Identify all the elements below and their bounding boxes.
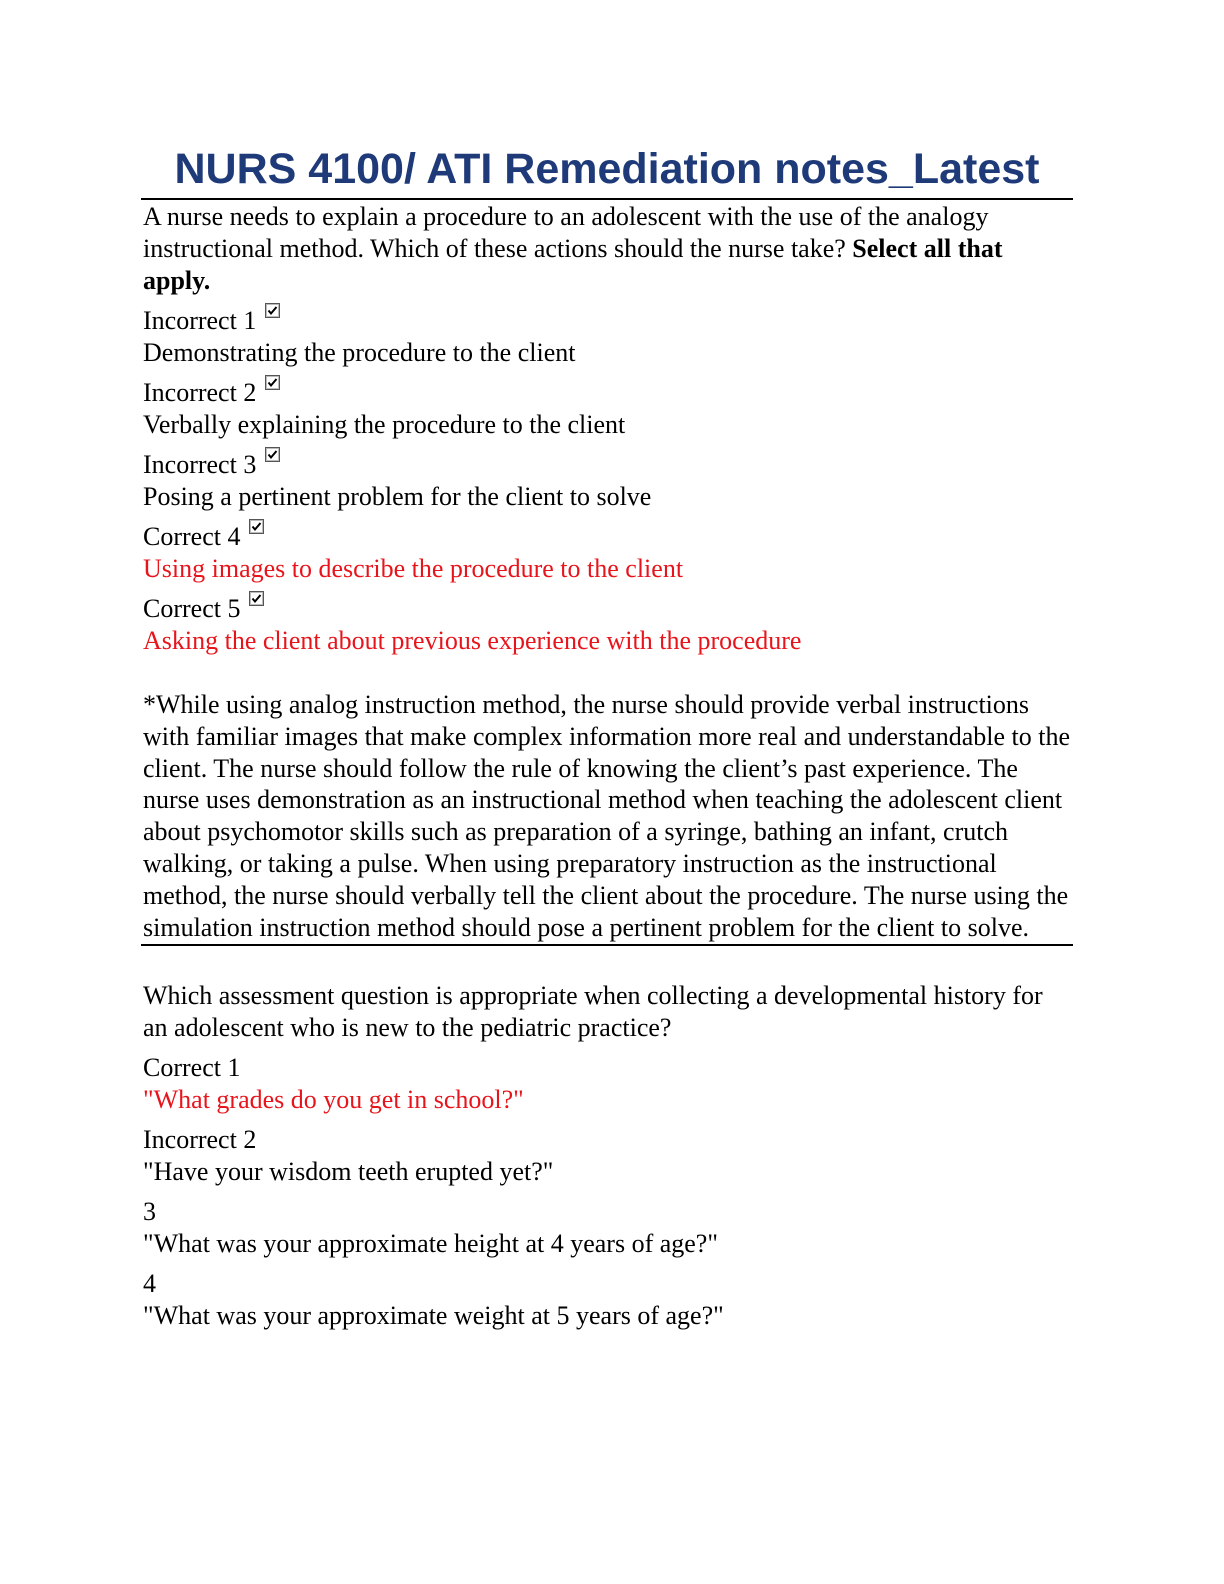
- question-1: A nurse needs to explain a procedure to …: [141, 201, 1073, 943]
- answer-text: Demonstrating the procedure to the clien…: [143, 338, 576, 367]
- answer-text: "What was your approximate height at 4 y…: [143, 1229, 718, 1259]
- answer-text: "Have your wisdom teeth erupted yet?": [143, 1157, 554, 1187]
- answer-text-correct: Asking the client about previous experie…: [143, 626, 802, 655]
- question-1-answer-4: Correct 4 Using images to describe the p…: [141, 519, 1073, 585]
- checked-checkbox-icon[interactable]: [249, 519, 265, 534]
- answer-text-correct: Using images to describe the procedure t…: [143, 554, 684, 583]
- checked-checkbox-icon[interactable]: [265, 447, 281, 462]
- answer-label: Incorrect 1: [143, 306, 257, 335]
- question-2-answer-2: Incorrect 2 "Have your wisdom teeth erup…: [141, 1124, 1073, 1188]
- answer-label: Incorrect 3: [143, 450, 257, 479]
- question-1-rationale: *While using analog instruction method, …: [143, 690, 1071, 942]
- section-divider: [141, 944, 1073, 947]
- answer-text: "What was your approximate weight at 5 y…: [143, 1301, 724, 1331]
- answer-label: Correct 5: [143, 594, 241, 623]
- title-divider: [141, 198, 1073, 200]
- question-2-answer-4: 4 "What was your approximate weight at 5…: [141, 1268, 1073, 1332]
- answer-label: 3: [143, 1197, 156, 1227]
- answer-label: 4: [143, 1269, 156, 1299]
- question-1-answer-3: Incorrect 3 Posing a pertinent problem f…: [141, 447, 1073, 513]
- answer-label: Correct 4: [143, 522, 241, 551]
- answer-label: Incorrect 2: [143, 378, 257, 407]
- answer-text: Posing a pertinent problem for the clien…: [143, 482, 652, 511]
- question-1-stem-bold: Select all that apply.: [143, 234, 1003, 295]
- question-1-stem: A nurse needs to explain a procedure to …: [141, 201, 1073, 297]
- question-2-answer-1: Correct 1 "What grades do you get in sch…: [141, 1052, 1073, 1116]
- checked-checkbox-icon[interactable]: [249, 591, 265, 606]
- answer-text-correct: "What grades do you get in school?": [143, 1085, 524, 1115]
- answer-label: Correct 1: [143, 1053, 241, 1083]
- checked-checkbox-icon[interactable]: [265, 375, 281, 390]
- question-2-answer-3: 3 "What was your approximate height at 4…: [141, 1196, 1073, 1260]
- answer-label: Incorrect 2: [143, 1125, 257, 1155]
- question-2: Which assessment question is appropriate…: [141, 980, 1073, 1332]
- document-page: NURS 4100/ ATI Remediation notes_Latest …: [141, 140, 1073, 1332]
- question-1-answer-5: Correct 5 Asking the client about previo…: [141, 591, 1073, 657]
- checked-checkbox-icon[interactable]: [265, 303, 281, 318]
- document-title: NURS 4100/ ATI Remediation notes_Latest: [174, 145, 1040, 193]
- question-2-stem: Which assessment question is appropriate…: [143, 981, 1043, 1043]
- question-1-stem-text: A nurse needs to explain a procedure to …: [143, 202, 989, 263]
- answer-text: Verbally explaining the procedure to the…: [143, 410, 626, 439]
- question-1-answer-1: Incorrect 1 Demonstrating the procedure …: [141, 303, 1073, 369]
- question-1-answer-2: Incorrect 2 Verbally explaining the proc…: [141, 375, 1073, 441]
